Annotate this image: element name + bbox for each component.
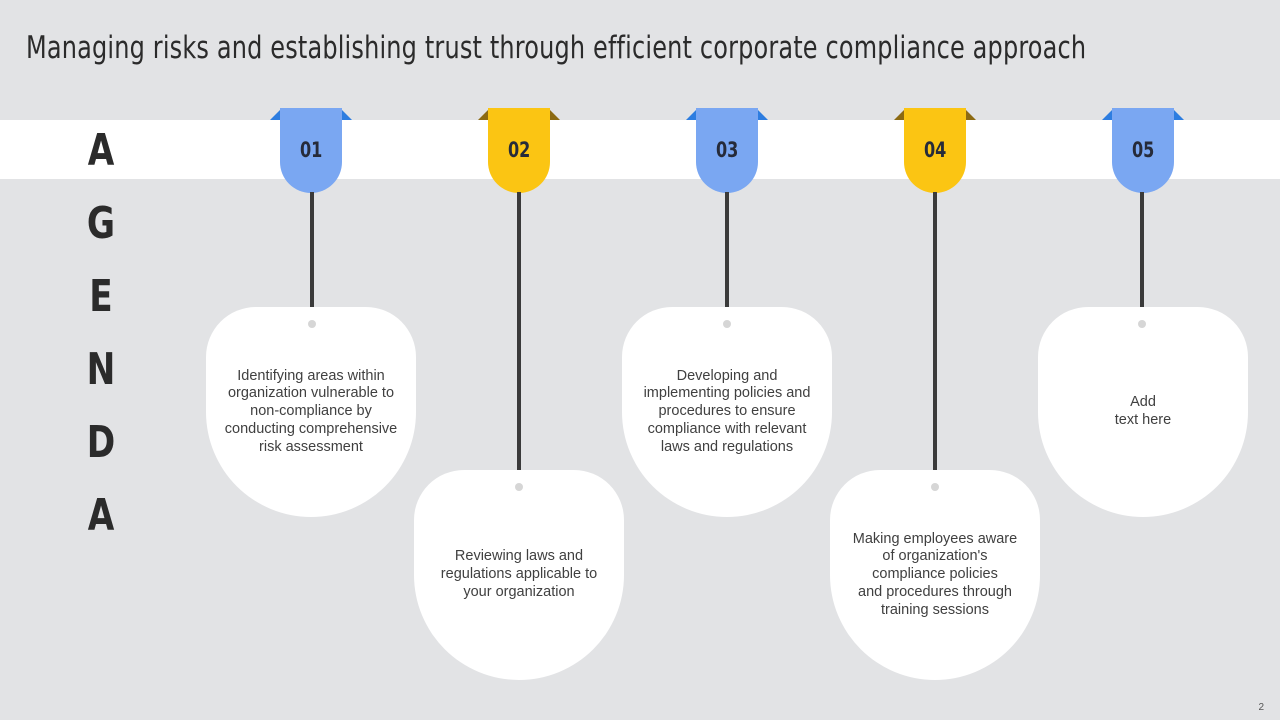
step-description: Developing and implementing policies and… [643, 367, 811, 455]
step-text-bubble: Reviewing laws and regulations applicabl… [414, 470, 624, 680]
tab-ears [270, 108, 352, 120]
agenda-letter: D [86, 417, 116, 468]
step-number-tab: 02 [488, 108, 550, 193]
step-number: 02 [507, 138, 531, 162]
slide-title: Managing risks and establishing trust th… [26, 30, 1087, 66]
step-number-tab: 04 [904, 108, 966, 193]
step-text-bubble: Add text here [1038, 307, 1248, 517]
step-number: 05 [1131, 138, 1155, 162]
step-description: Reviewing laws and regulations applicabl… [440, 548, 598, 600]
page-number: 2 [1258, 702, 1264, 713]
step-number: 03 [715, 138, 739, 162]
step-number: 01 [299, 138, 323, 162]
step-text-bubble: Making employees aware of organization's… [830, 470, 1040, 680]
connector-dot [931, 483, 939, 491]
connector-stem [310, 192, 314, 326]
step-number: 04 [923, 138, 947, 162]
step-number-tab: 03 [696, 108, 758, 193]
tab-ears [1102, 108, 1184, 120]
agenda-letter: G [86, 198, 116, 249]
agenda-letter: A [87, 125, 115, 176]
step-number-tab: 05 [1112, 108, 1174, 193]
tab-ears [478, 108, 560, 120]
step-description: Add text here [1114, 394, 1172, 428]
connector-stem [725, 192, 729, 326]
connector-dot [308, 320, 316, 328]
connector-stem [933, 192, 937, 489]
agenda-letter: E [89, 271, 113, 322]
step-text-bubble: Identifying areas within organization vu… [206, 307, 416, 517]
tab-ears [894, 108, 976, 120]
agenda-letter: N [86, 344, 116, 395]
connector-stem [1140, 192, 1144, 326]
tab-ears [686, 108, 768, 120]
connector-dot [723, 320, 731, 328]
connector-stem [517, 192, 521, 489]
agenda-vertical-word: A G E N D A [62, 126, 140, 564]
step-text-bubble: Developing and implementing policies and… [622, 307, 832, 517]
step-description: Identifying areas within organization vu… [224, 367, 398, 455]
connector-dot [515, 483, 523, 491]
agenda-letter: A [87, 490, 115, 541]
step-number-tab: 01 [280, 108, 342, 193]
header-band [0, 120, 1280, 179]
step-description: Making employees aware of organization's… [852, 530, 1018, 618]
connector-dot [1138, 320, 1146, 328]
